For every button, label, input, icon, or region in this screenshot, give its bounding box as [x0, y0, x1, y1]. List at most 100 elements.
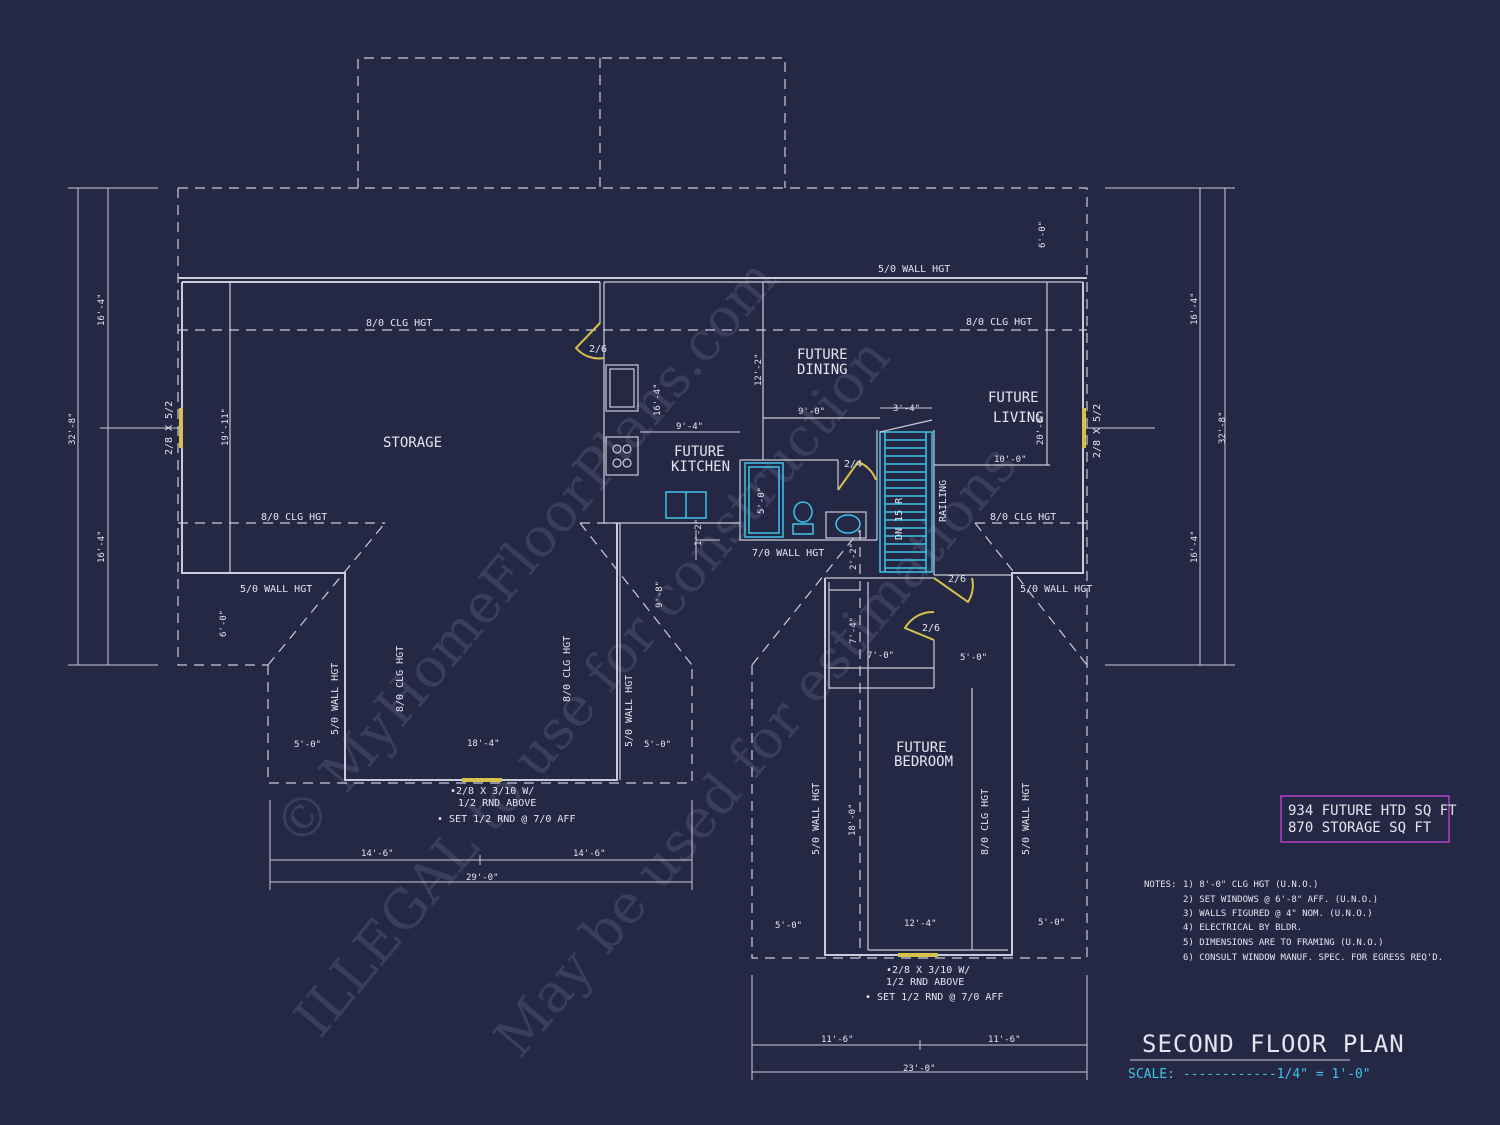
dim-7-4: 7'-4"	[849, 617, 859, 644]
room-future-kitchen-1: FUTURE	[674, 444, 725, 460]
dim-5-0: 5'-0"	[294, 740, 321, 750]
note-item: 5) DIMENSIONS ARE TO FRAMING (U.N.O.)	[1183, 938, 1383, 948]
dim-23-0: 23'-0"	[903, 1064, 936, 1074]
label-wall-hgt: 5/0 WALL HGT	[1020, 584, 1092, 595]
label-window-side: 2/8 X 5/2	[1092, 404, 1103, 458]
label-clg-hgt: 8/0 CLG HGT	[562, 636, 573, 702]
label-clg-hgt: 8/0 CLG HGT	[990, 512, 1056, 523]
note-item: 4) ELECTRICAL BY BLDR.	[1183, 923, 1302, 933]
dim-16-4: 16'-4"	[653, 383, 663, 416]
dim-12-2: 12'-2"	[754, 353, 764, 386]
notes: NOTES: 1) 8'-0" CLG HGT (U.N.O.) 2) SET …	[1144, 880, 1443, 963]
dim-19-11: 19'-11"	[221, 408, 231, 446]
watermark: © MyHomeFloorPlans.com ILLEGAL to use fo…	[262, 247, 1029, 1068]
room-labels: STORAGE FUTURE KITCHEN FUTURE DINING FUT…	[383, 347, 1044, 770]
dim-6-0: 6'-0"	[219, 610, 229, 637]
label-clg-hgt: 8/0 CLG HGT	[261, 512, 327, 523]
label-clg-hgt: 8/0 CLG HGT	[980, 789, 991, 855]
label-door: 2/6	[922, 623, 940, 634]
dim-12-4: 12'-4"	[904, 919, 937, 929]
dim-16-4: 16'-4"	[97, 530, 107, 563]
room-storage: STORAGE	[383, 435, 442, 451]
dimension-text: 32'-8" 16'-4" 16'-4" 19'-11" 6'-0" 6'-0"…	[68, 221, 1228, 1074]
dim-10-0: 10'-0"	[994, 455, 1027, 465]
fixtures	[605, 364, 867, 539]
label-door: 2/4	[844, 459, 862, 470]
dim-5-0: 5'-0"	[1038, 918, 1065, 928]
annotations: 5/0 WALL HGT 8/0 CLG HGT 8/0 CLG HGT 8/0…	[164, 264, 1103, 1003]
dim-9-0: 9'-0"	[798, 407, 825, 417]
area-heated: 934 FUTURE HTD SQ FT	[1288, 803, 1457, 819]
label-railing: RAILING	[938, 480, 949, 522]
dim-1-2: 1'-2"	[694, 519, 704, 546]
openings	[179, 322, 1086, 957]
label-wall-hgt: 5/0 WALL HGT	[1021, 783, 1032, 855]
room-future-dining-1: FUTURE	[797, 347, 848, 363]
room-future-bedroom-2: BEDROOM	[894, 754, 953, 770]
roof-outline	[177, 57, 1088, 959]
dim-5-0: 5'-0"	[960, 653, 987, 663]
note-item: 3) WALLS FIGURED @ 4" NOM. (U.N.O.)	[1183, 909, 1373, 919]
dim-16-4: 16'-4"	[1190, 530, 1200, 563]
dim-2-2: 2'-2"	[849, 543, 859, 570]
dim-6-0: 6'-0"	[1038, 221, 1048, 248]
area-summary: 934 FUTURE HTD SQ FT 870 STORAGE SQ FT	[1280, 795, 1457, 843]
label-wall-hgt: 5/0 WALL HGT	[330, 663, 341, 735]
room-future-living-1: FUTURE	[988, 390, 1039, 406]
room-future-kitchen-2: KITCHEN	[671, 459, 730, 475]
note-item: 2) SET WINDOWS @ 6'-8" AFF. (U.N.O.)	[1183, 895, 1378, 905]
window-note-2: 1/2 RND ABOVE	[886, 977, 964, 988]
note-item: 1) 8'-0" CLG HGT (U.N.O.)	[1183, 880, 1318, 890]
dim-32-8: 32'-8"	[68, 412, 78, 445]
dim-16-4: 16'-4"	[1190, 292, 1200, 325]
window-note-3: • SET 1/2 RND @ 7/0 AFF	[865, 992, 1003, 1003]
label-wall-hgt: 5/0 WALL HGT	[240, 584, 312, 595]
window-note-1: •2/8 X 3/10 W/	[886, 965, 970, 976]
dim-5-0: 5'-0"	[757, 487, 767, 514]
dim-18-0: 18'-0"	[848, 803, 858, 836]
area-box	[1280, 795, 1450, 843]
dim-3-4: 3'-4"	[893, 404, 920, 414]
label-wall-hgt: 5/0 WALL HGT	[624, 675, 635, 747]
title-block: SECOND FLOOR PLAN SCALE: ------------1/4…	[1128, 1030, 1405, 1082]
window-note-2: 1/2 RND ABOVE	[458, 798, 536, 809]
dim-14-6: 14'-6"	[573, 849, 606, 859]
dimension-lines	[68, 187, 1235, 1080]
label-wall-hgt: 5/0 WALL HGT	[878, 264, 950, 275]
dim-32-8: 32'-8"	[1218, 411, 1228, 444]
walls	[178, 277, 1087, 956]
label-door: 2/6	[948, 574, 966, 585]
dim-11-6: 11'-6"	[988, 1035, 1021, 1045]
dim-29-0: 29'-0"	[466, 873, 499, 883]
dim-5-0: 5'-0"	[775, 921, 802, 931]
note-item: 6) CONSULT WINDOW MANUF. SPEC. FOR EGRES…	[1183, 953, 1443, 963]
dim-11-6: 11'-6"	[821, 1035, 854, 1045]
dim-5-0: 5'-0"	[644, 740, 671, 750]
notes-label: NOTES:	[1144, 880, 1177, 890]
label-stair-down: DN 15 R	[894, 497, 905, 540]
label-wall-hgt: 5/0 WALL HGT	[811, 783, 822, 855]
label-clg-hgt: 8/0 CLG HGT	[966, 317, 1032, 328]
dim-16-4: 16'-4"	[97, 293, 107, 326]
label-wall-hgt-7: 7/0 WALL HGT	[752, 548, 824, 559]
room-future-living-2: LIVING	[993, 410, 1044, 426]
window-note-1: •2/8 X 3/10 W/	[450, 786, 534, 797]
window-note-3: • SET 1/2 RND @ 7/0 AFF	[437, 814, 575, 825]
stair	[879, 419, 933, 573]
dim-9-4: 9'-4"	[676, 422, 703, 432]
dim-9-8: 9'-8"	[655, 581, 665, 608]
dim-18-4: 18'-4"	[467, 739, 500, 749]
label-window-side: 2/8 X 5/2	[164, 401, 175, 455]
plan-title: SECOND FLOOR PLAN	[1142, 1030, 1405, 1058]
room-future-bedroom-1: FUTURE	[896, 740, 947, 756]
label-clg-hgt: 8/0 CLG HGT	[395, 646, 406, 712]
dim-20-0: 20'-0"	[1036, 412, 1046, 445]
plan-scale: SCALE: ------------1/4" = 1'-0"	[1128, 1067, 1371, 1082]
label-clg-hgt: 8/0 CLG HGT	[366, 318, 432, 329]
room-future-dining-2: DINING	[797, 362, 848, 378]
label-door: 2/6	[589, 344, 607, 355]
dim-7-0: 7'-0"	[867, 651, 894, 661]
area-storage: 870 STORAGE SQ FT	[1288, 820, 1432, 836]
dim-14-6: 14'-6"	[361, 849, 394, 859]
